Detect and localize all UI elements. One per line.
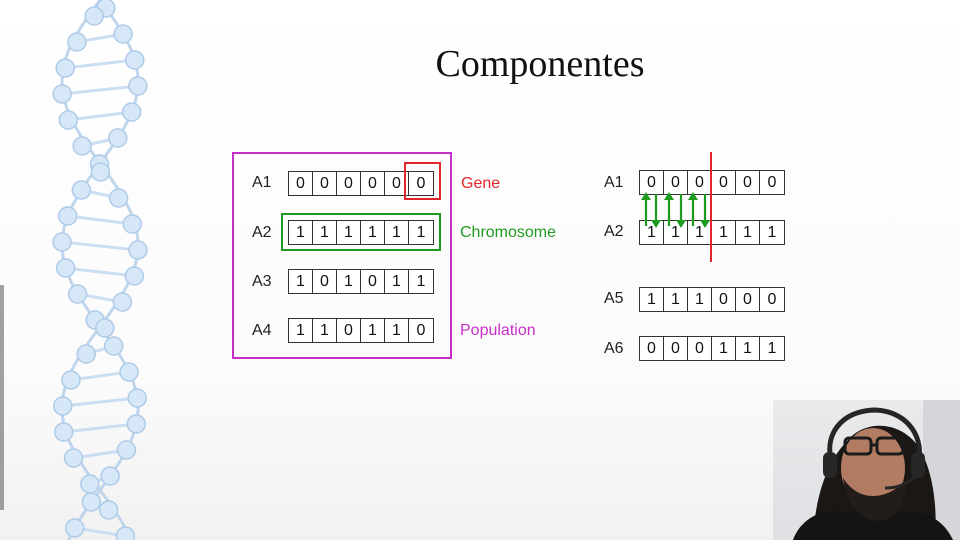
gene-cell: 0	[688, 171, 712, 194]
offspring-label-a6: A6	[604, 340, 624, 357]
gene-cell: 1	[409, 270, 433, 293]
gene-cell: 0	[337, 172, 361, 195]
gene-cell: 1	[385, 221, 409, 244]
gene-cell: 0	[409, 319, 433, 342]
gene-cell: 0	[712, 288, 736, 311]
row-label-a3: A3	[252, 273, 272, 290]
gene-cell: 1	[361, 221, 385, 244]
chromosome-a1: 0 0 0 0 0 0	[288, 171, 434, 196]
gene-cell: 0	[760, 171, 784, 194]
parent-a2: 1 1 1 1 1 1	[639, 220, 785, 245]
gene-cell: 0	[712, 171, 736, 194]
offspring-a5: 1 1 1 0 0 0	[639, 287, 785, 312]
parent-label-a1: A1	[604, 174, 624, 191]
gene-cell: 1	[385, 270, 409, 293]
gene-cell: 0	[760, 288, 784, 311]
gene-cell: 0	[385, 172, 409, 195]
gene-cell: 0	[313, 172, 337, 195]
gene-cell: 0	[688, 337, 712, 360]
slide-title: Componentes	[435, 43, 645, 85]
gene-cell: 1	[712, 337, 736, 360]
gene-cell: 1	[313, 319, 337, 342]
gene-cell: 0	[640, 171, 664, 194]
crossover-point-line	[710, 152, 712, 262]
population-box	[232, 152, 452, 359]
parent-label-a2: A2	[604, 223, 624, 240]
gene-cell: 1	[289, 270, 313, 293]
gene-cell: 0	[337, 319, 361, 342]
gene-cell: 0	[664, 337, 688, 360]
gene-highlight	[404, 162, 441, 200]
gene-cell: 0	[361, 270, 385, 293]
gene-cell: 1	[289, 319, 313, 342]
gene-cell: 1	[640, 221, 664, 244]
gene-cell: 1	[337, 270, 361, 293]
legend-gene: Gene	[461, 175, 501, 192]
gene-cell: 1	[409, 221, 433, 244]
gene-cell: 1	[337, 221, 361, 244]
chromosome-highlight	[281, 213, 441, 251]
row-label-a4: A4	[252, 322, 272, 339]
chromosome-a2: 1 1 1 1 1 1	[288, 220, 434, 245]
up-down-arrows-icon	[641, 192, 710, 228]
webcam-overlay	[773, 400, 960, 540]
chromosome-a4: 1 1 0 1 1 0	[288, 318, 434, 343]
row-label-a1: A1	[252, 174, 272, 191]
gene-cell: 1	[664, 288, 688, 311]
gene-cell: 1	[736, 221, 760, 244]
legend-population: Population	[460, 322, 536, 339]
gene-cell: 1	[385, 319, 409, 342]
edge-shadow	[0, 285, 4, 510]
gene-cell: 1	[760, 221, 784, 244]
gene-cell: 0	[313, 270, 337, 293]
presenter-video	[793, 400, 960, 540]
dna-helix-icon	[52, 0, 148, 540]
gene-cell: 0	[409, 172, 433, 195]
gene-cell: 1	[289, 221, 313, 244]
legend-chromosome: Chromosome	[460, 224, 557, 241]
gene-cell: 1	[313, 221, 337, 244]
gene-cell: 1	[361, 319, 385, 342]
gene-cell: 1	[640, 288, 664, 311]
gene-cell: 0	[361, 172, 385, 195]
gene-cell: 1	[688, 288, 712, 311]
gene-cell: 1	[712, 221, 736, 244]
gene-cell: 1	[760, 337, 784, 360]
gene-cell: 0	[736, 288, 760, 311]
gene-cell: 0	[640, 337, 664, 360]
row-label-a2: A2	[252, 224, 272, 241]
gene-cell: 1	[664, 221, 688, 244]
gene-cell: 1	[736, 337, 760, 360]
gene-cell: 0	[664, 171, 688, 194]
gene-cell: 0	[289, 172, 313, 195]
chromosome-a3: 1 0 1 0 1 1	[288, 269, 434, 294]
offspring-label-a5: A5	[604, 290, 624, 307]
offspring-a6: 0 0 0 1 1 1	[639, 336, 785, 361]
gene-cell: 0	[736, 171, 760, 194]
